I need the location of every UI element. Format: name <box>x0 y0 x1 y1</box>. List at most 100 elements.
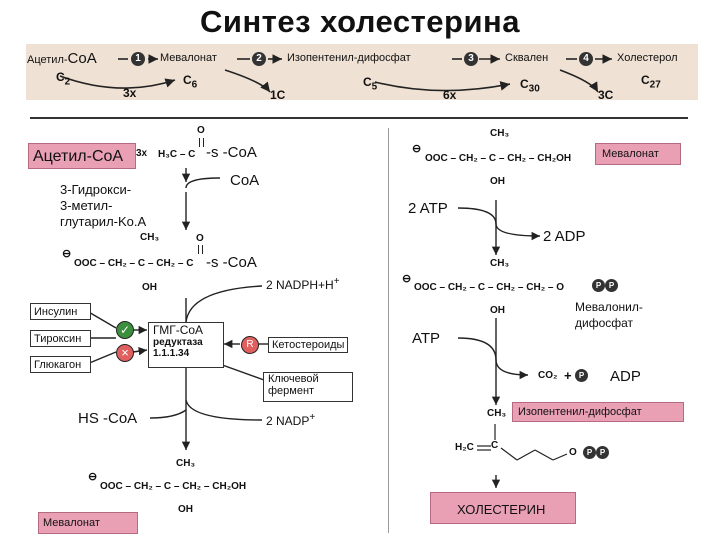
hmg-name-2: 3-метил- <box>60 198 113 213</box>
plus-sign: + <box>564 368 572 383</box>
hmg-ch3: CH₃ <box>140 232 160 243</box>
acetyl-formula: H₃C – C <box>158 149 196 160</box>
band-mevalonate-label: Мевалонат <box>160 52 217 64</box>
hmg-reductase-box: ГМГ-CoA редуктаза 1.1.1.34 <box>148 322 224 368</box>
step-1-icon: 1 <box>131 52 145 66</box>
left-mev-oh: OH <box>178 504 193 515</box>
band-squalene-label: Сквален <box>505 52 549 64</box>
release-p-icon: P <box>575 369 588 382</box>
ipp-c: C <box>491 440 499 451</box>
c30-sub: 30 <box>528 83 540 95</box>
right-mev-anion: ⊖ <box>412 143 422 155</box>
ketosteroids-box: Кетостероиды <box>268 337 349 353</box>
left-mev-anion: ⊖ <box>88 471 98 483</box>
horizontal-divider <box>30 117 688 119</box>
nadph-text: 2 NADPH+H <box>266 278 334 292</box>
ipp-h2c: H₂C <box>455 442 474 453</box>
right-mev-formula: OOC – CH₂ – C – CH₂ – CH₂OH <box>425 153 572 164</box>
cholesterol-box: ХОЛЕСТЕРИН <box>430 492 576 524</box>
hmg-double-bond <box>198 245 203 254</box>
left-mev-ch3: CH₃ <box>176 458 196 469</box>
band-c27: C27 <box>641 73 661 90</box>
mevpp-name-2: дифосфат <box>575 316 634 330</box>
mevpp-oh: OH <box>490 305 505 316</box>
adp-label: ADP <box>610 368 641 385</box>
coa-release: CoA <box>230 172 260 189</box>
enzyme-name: ГМГ-CoA <box>153 323 204 337</box>
step-2-icon: 2 <box>252 52 266 66</box>
enzyme-reductase: редуктаза <box>153 337 203 348</box>
inhibitor-r-icon: R <box>241 336 259 354</box>
c5-text: C <box>363 75 372 89</box>
acetyl-coa-label: Ацетил-CoA <box>33 148 124 165</box>
hscoa-label: HS -CoA <box>78 410 138 427</box>
step-3-icon: 3 <box>464 52 478 66</box>
vertical-divider <box>388 128 389 533</box>
c27-text: C <box>641 73 650 87</box>
hmg-oh: OH <box>142 282 157 293</box>
ipp-box: Изопентенил-дифосфат <box>512 402 684 422</box>
band-acetyl-text: Ацетил- <box>27 54 68 66</box>
key-enzyme-box: Ключевой фермент <box>263 372 353 402</box>
ipp-p1-icon: P <box>583 446 596 459</box>
hmg-name-3: глутарил-Ko.A <box>60 214 147 229</box>
c2-text: C <box>56 70 65 84</box>
band-1c: 1C <box>270 88 286 102</box>
nadp-text: 2 NADP <box>266 414 310 428</box>
nadp-label: 2 NADP+ <box>266 412 315 428</box>
nadph-sup: + <box>333 276 340 287</box>
key-enzyme-2: фермент <box>268 385 315 397</box>
acetyl-3x: 3x <box>136 148 148 159</box>
enzyme-ec: 1.1.1.34 <box>153 348 190 359</box>
hmg-name-1: 3-Гидрокси- <box>60 182 132 197</box>
acetyl-o: O <box>197 125 205 136</box>
nadph-label: 2 NADPH+H+ <box>266 276 340 292</box>
c2-sub: 2 <box>64 76 71 88</box>
hmg-formula: OOC – CH₂ – C – CH₂ – C <box>74 258 194 269</box>
page-title: Синтез холестерина <box>200 4 520 39</box>
mevpp-formula: OOC – CH₂ – C – CH₂ – CH₂ – O <box>414 282 565 293</box>
band-c6: C6 <box>183 73 197 90</box>
band-coa-text: CoA <box>67 50 97 67</box>
band-cholesterol-label: Холестерол <box>617 52 678 64</box>
mevpp-name-1: Мевалонил- <box>575 300 643 314</box>
insulin-box: Инсулин <box>30 303 91 320</box>
acetyl-double-bond <box>199 138 204 147</box>
hmg-scoa: -s -CoA <box>206 254 257 271</box>
hmg-anion: ⊖ <box>62 248 72 260</box>
band-c5: C5 <box>363 75 377 92</box>
key-enzyme-1: Ключевой <box>268 373 319 385</box>
mevpp-ch3: CH₃ <box>490 258 510 269</box>
mevpp-p2-icon: P <box>605 279 618 292</box>
nadp-sup: + <box>309 412 316 423</box>
inhibition-icon: × <box>116 344 134 362</box>
adp2-label: 2 ADP <box>543 228 586 245</box>
mevpp-anion: ⊖ <box>402 273 412 285</box>
band-3x: 3x <box>123 86 137 100</box>
c6-text: C <box>183 73 192 87</box>
co2-label: CO₂ <box>538 370 558 381</box>
right-mevalonate-box: Мевалонат <box>595 143 681 165</box>
atp2-label: 2 ATP <box>408 200 448 217</box>
ipp-ch3: CH₃ <box>487 408 507 419</box>
c27-sub: 27 <box>649 79 661 91</box>
left-mev-formula: OOC – CH₂ – C – CH₂ – CH₂OH <box>100 481 247 492</box>
activation-icon: ✓ <box>116 321 134 339</box>
ipp-o: O <box>569 447 577 458</box>
band-acetyl-label: Ацетил-CoA <box>27 50 97 67</box>
acetyl-coa-box: Ацетил-CoA <box>28 143 136 169</box>
atp-label: ATP <box>412 330 441 347</box>
thyroxine-box: Тироксин <box>30 330 91 347</box>
c30-text: C <box>520 77 529 91</box>
right-mev-oh: OH <box>490 176 505 187</box>
hmg-o: O <box>196 233 204 244</box>
ipp-structure <box>477 424 568 461</box>
right-mev-ch3: CH₃ <box>490 128 510 139</box>
top-band-arrows <box>59 54 612 93</box>
ipp-p2-icon: P <box>596 446 609 459</box>
step-4-icon: 4 <box>579 52 593 66</box>
band-ipp-label: Изопентенил-дифосфат <box>287 52 411 64</box>
c5-sub: 5 <box>371 81 378 93</box>
mevpp-p1-icon: P <box>592 279 605 292</box>
